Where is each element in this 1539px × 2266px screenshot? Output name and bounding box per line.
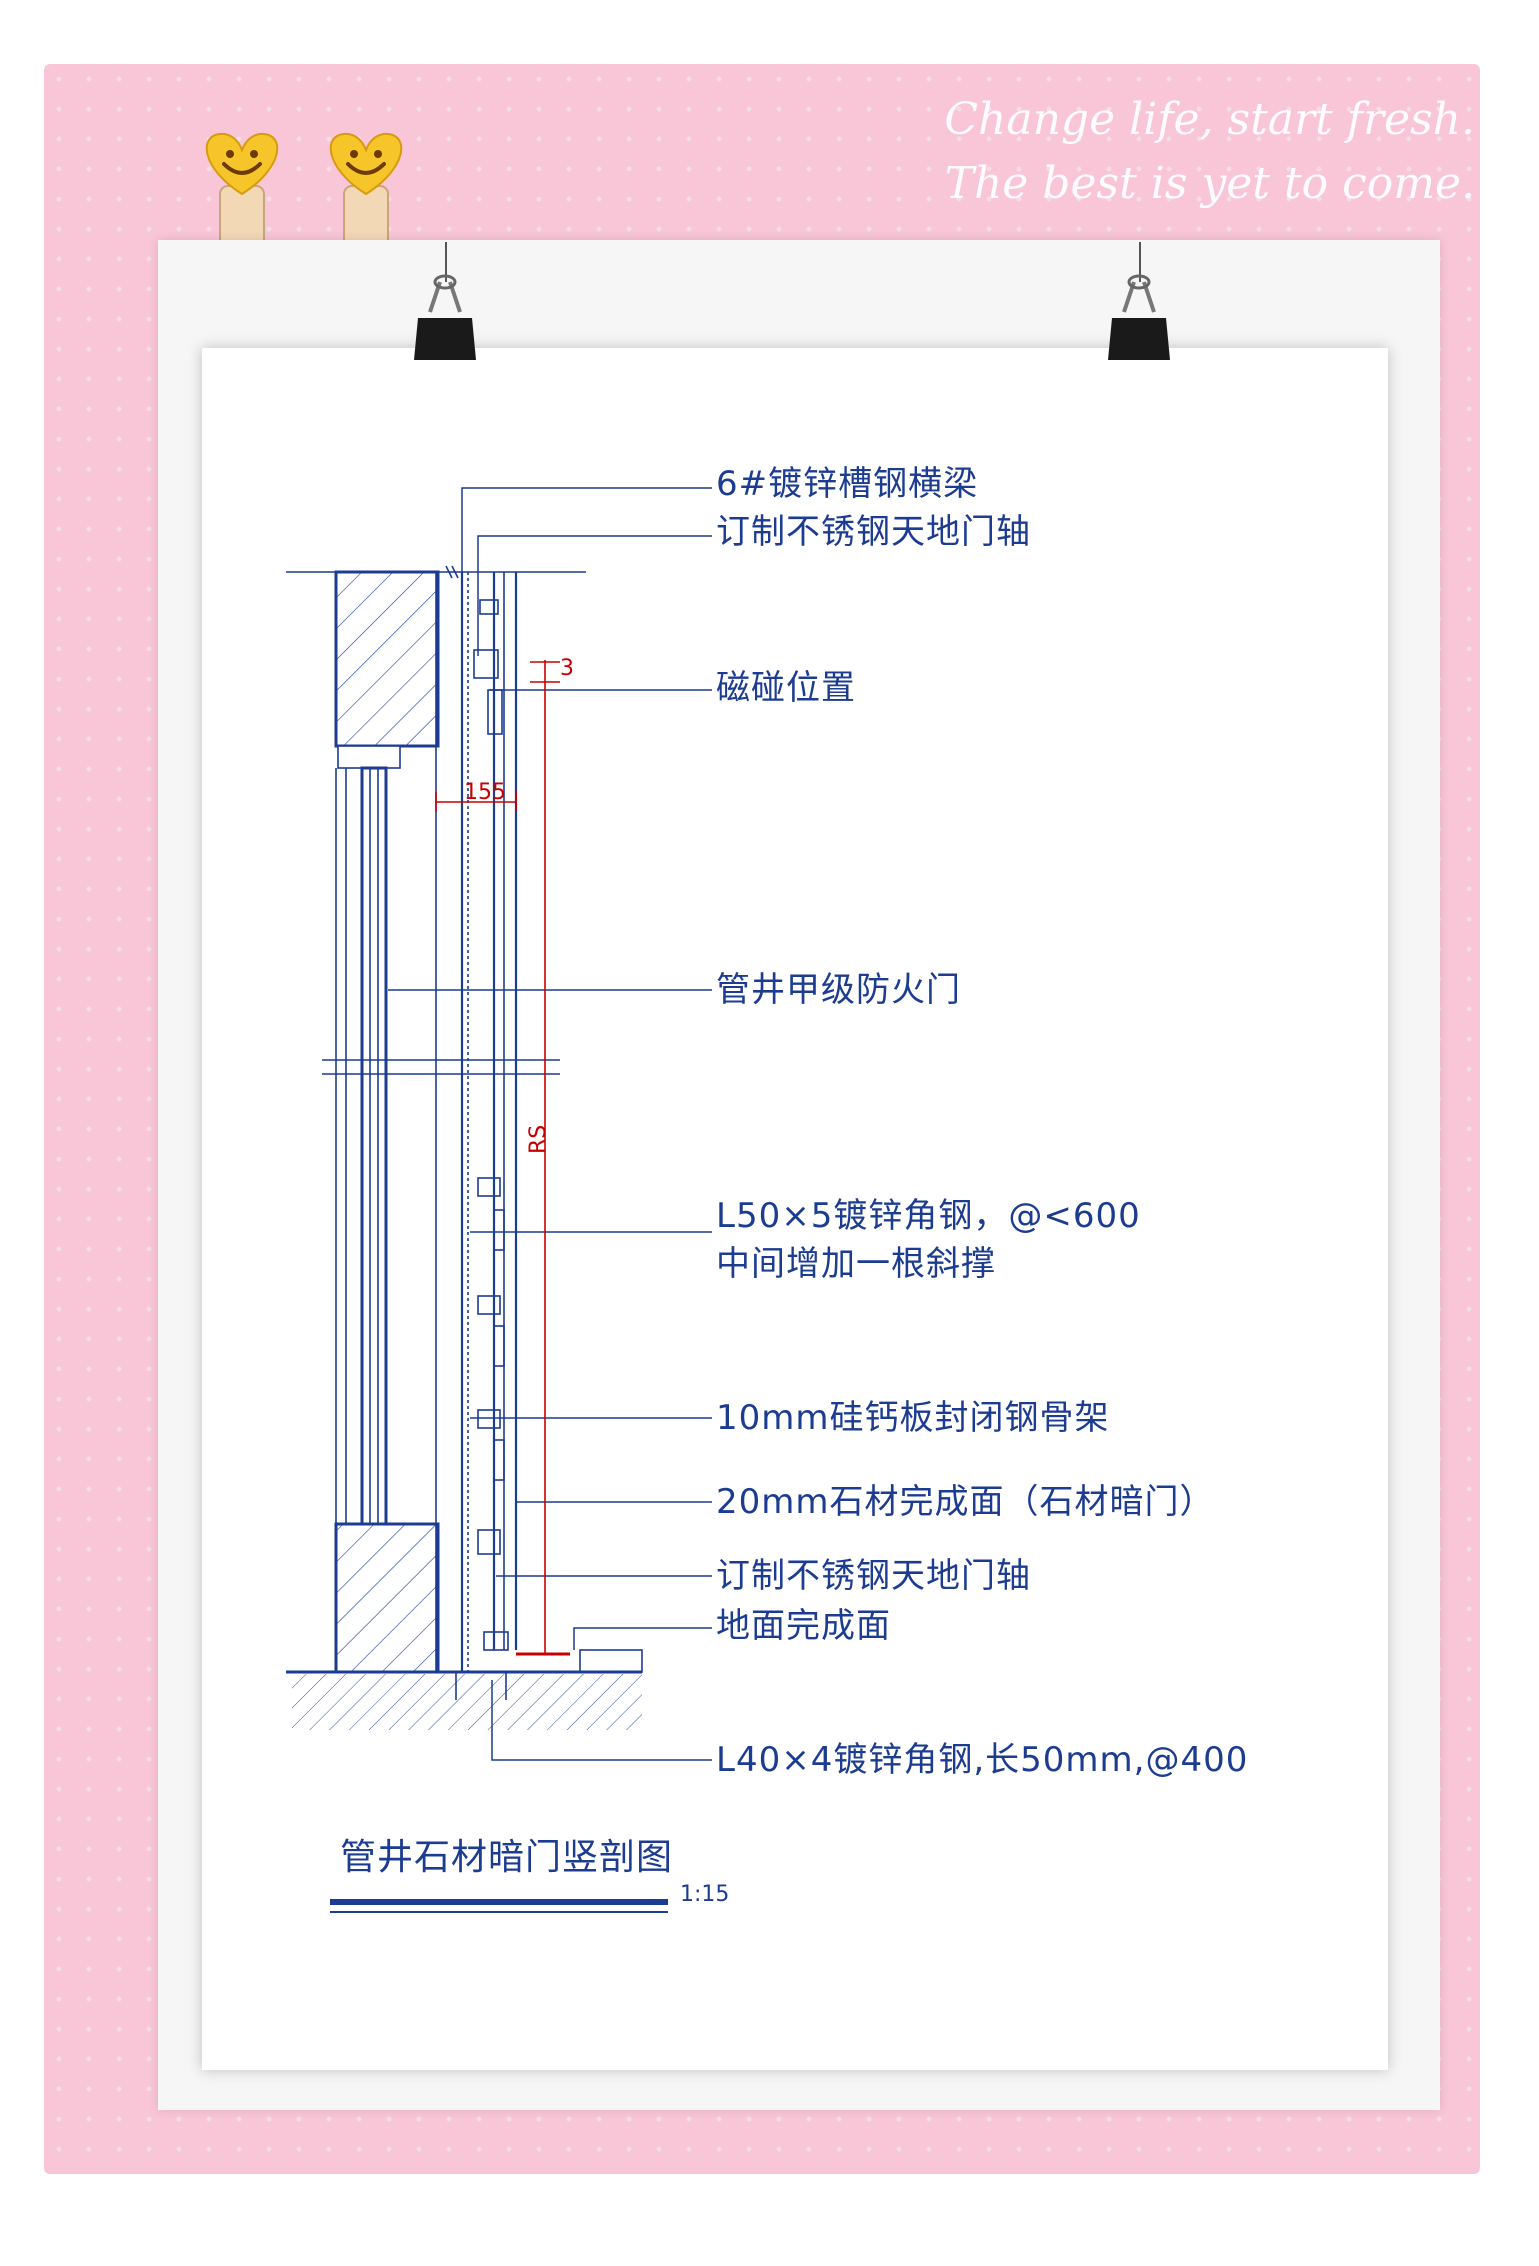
ground-hatch	[292, 1674, 642, 1730]
upper-concrete-block	[334, 570, 440, 748]
dimension-lines	[435, 660, 570, 1656]
floor-finish-layer	[579, 1649, 643, 1673]
lintel-block	[337, 745, 401, 769]
label-door-pivot-bottom: 订制不锈钢天地门轴	[716, 1556, 1031, 1596]
dimension-offset: 155	[464, 780, 506, 805]
tagline-line-2: The best is yet to come.	[944, 158, 1475, 209]
label-angle-steel-50: L50×5镀锌角钢，@<600	[716, 1196, 1141, 1236]
fire-door-leaf	[360, 766, 388, 1526]
tagline-line-1: Change life, start fresh.	[944, 94, 1475, 145]
tagline: Change life, start fresh. The best is ye…	[855, 88, 1475, 216]
break-mark	[445, 565, 459, 579]
leader-lines	[388, 487, 712, 1761]
label-channel-beam: 6#镀锌槽钢横梁	[716, 464, 979, 504]
label-magnet-position: 磁碰位置	[716, 668, 856, 708]
lower-concrete-block	[334, 1522, 440, 1674]
angle-brackets	[473, 599, 509, 1651]
drawing-scale: 1:15	[680, 1882, 730, 1907]
label-floor-finish: 地面完成面	[716, 1606, 891, 1646]
label-calcium-silicate-board: 10mm硅钙板封闭钢骨架	[716, 1398, 1110, 1438]
dimension-top-gap: 3	[560, 656, 574, 681]
label-stone-finish: 20mm石材完成面（石材暗门）	[716, 1482, 1215, 1522]
smiley-finger-icon	[205, 132, 279, 254]
dimension-height: RS	[526, 1124, 551, 1154]
drawing-title: 管井石材暗门竖剖图	[340, 1837, 674, 1878]
binder-clip-icon	[1108, 242, 1170, 360]
label-diagonal-brace: 中间增加一根斜撑	[716, 1244, 996, 1284]
binder-clip-icon	[414, 242, 476, 360]
label-fire-door: 管井甲级防火门	[716, 970, 961, 1010]
label-door-pivot-top: 订制不锈钢天地门轴	[716, 512, 1031, 552]
label-angle-steel-40: L40×4镀锌角钢,长50mm,@400	[716, 1740, 1249, 1780]
smiley-finger-icon	[329, 132, 403, 254]
